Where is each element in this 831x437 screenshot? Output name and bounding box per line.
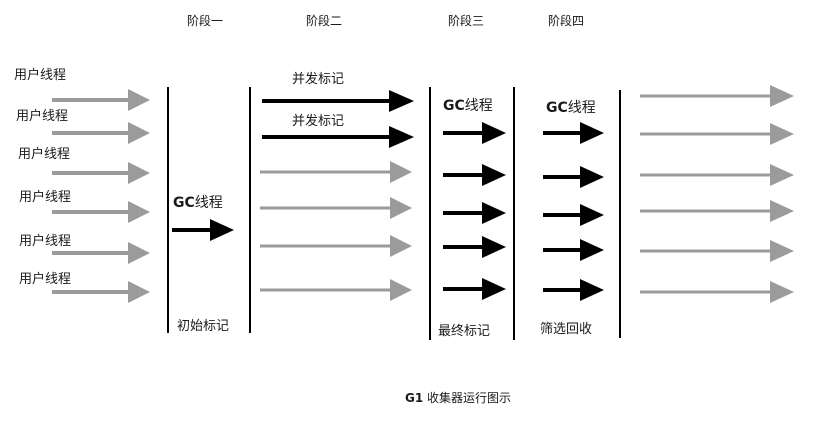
- phase-2-label: 阶段二: [306, 14, 343, 28]
- phase-4-label: 阶段四: [548, 14, 585, 28]
- user-thread-arrow: [640, 200, 794, 222]
- user-thread-arrow: [52, 281, 150, 303]
- user-thread-arrow: [640, 281, 794, 303]
- gc-thread-label: GC线程: [173, 195, 223, 211]
- user-thread-arrow: [52, 201, 150, 223]
- user-thread-arrow: [260, 161, 412, 183]
- user-thread-arrow: [640, 240, 794, 262]
- phase-3-label: 阶段三: [448, 14, 485, 28]
- gc-thread-arrow: [543, 204, 604, 226]
- gc-thread-arrow: [443, 236, 506, 258]
- initial-mark-label: 初始标记: [177, 319, 230, 334]
- concurrent-mark-label: 并发标记: [292, 114, 345, 129]
- gc-thread-arrow: [262, 90, 414, 112]
- user-thread-arrow: [640, 123, 794, 145]
- gc-thread-arrow: [543, 239, 604, 261]
- user-thread-arrow: [52, 242, 150, 264]
- user-thread-label: 用户线程: [14, 68, 67, 83]
- user-thread-arrow: [640, 85, 794, 107]
- gc-thread-arrow: [443, 122, 506, 144]
- gc-thread-arrow: [543, 279, 604, 301]
- phase-1-label: 阶段一: [187, 14, 224, 28]
- user-thread-label: 用户线程: [18, 147, 71, 162]
- diagram-caption: G1 收集器运行图示: [405, 391, 512, 405]
- gc-thread-arrow: [262, 126, 414, 148]
- gc-thread-arrow: [443, 202, 506, 224]
- gc-thread-label: GC线程: [443, 98, 493, 114]
- user-thread-label: 用户线程: [19, 272, 72, 287]
- user-thread-arrow: [260, 197, 412, 219]
- filter-recycle-label: 筛选回收: [540, 322, 593, 337]
- gc-thread-arrow: [443, 164, 506, 186]
- user-thread-arrow: [640, 164, 794, 186]
- concurrent-mark-label: 并发标记: [292, 72, 345, 87]
- gc-thread-arrow: [543, 122, 604, 144]
- user-thread-label: 用户线程: [19, 190, 72, 205]
- gc-thread-arrow: [172, 219, 234, 241]
- final-mark-label: 最终标记: [438, 324, 491, 339]
- gc-thread-arrow: [443, 278, 506, 300]
- user-thread-arrow: [52, 162, 150, 184]
- user-thread-arrow: [52, 122, 150, 144]
- user-thread-label: 用户线程: [16, 109, 69, 124]
- user-thread-arrow: [260, 279, 412, 301]
- user-thread-arrow: [52, 89, 150, 111]
- gc-thread-label: GC线程: [546, 100, 596, 116]
- user-thread-label: 用户线程: [19, 234, 72, 249]
- gc-thread-arrow: [543, 166, 604, 188]
- user-thread-arrow: [260, 235, 412, 257]
